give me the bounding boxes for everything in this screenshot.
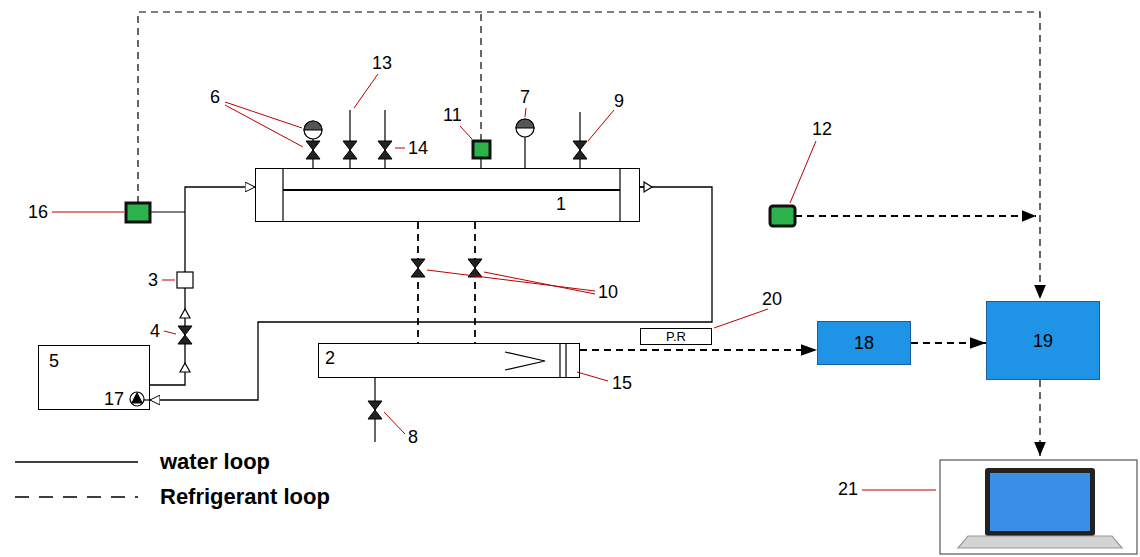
leader-line	[164, 331, 176, 334]
callout-number: 14	[408, 139, 428, 157]
legend-text: Refrigerant loop	[160, 486, 330, 508]
leader-line	[460, 126, 472, 139]
callout-number: 9	[614, 92, 624, 110]
stem	[579, 112, 580, 168]
condenser-end-cap	[565, 343, 566, 378]
signal-line	[795, 215, 1036, 217]
condenser-end-cap	[559, 343, 560, 378]
node-label: P.R	[666, 330, 686, 343]
refrigerant-line	[417, 222, 419, 343]
flow-arrow	[180, 363, 190, 372]
valve-symbol	[573, 141, 587, 159]
flow-arrow	[180, 309, 190, 318]
water-tank: 5	[38, 345, 150, 410]
data-logger-box: 19	[986, 301, 1100, 380]
legend-sample-dashed	[15, 496, 138, 498]
valve-symbol	[411, 259, 425, 277]
tube-end-cap	[282, 168, 283, 222]
valve-symbol	[306, 141, 320, 159]
node-label: 5	[49, 352, 59, 370]
signal-line	[138, 12, 1040, 299]
legend-sample-solid	[15, 461, 138, 463]
laptop-base	[958, 536, 1122, 548]
valve-symbol	[178, 326, 192, 344]
callout-number: 7	[520, 88, 530, 106]
node-label: 19	[1033, 332, 1053, 350]
callout-number: 20	[762, 290, 782, 308]
callout-number: 13	[372, 54, 392, 72]
callout-number: 8	[408, 428, 418, 446]
laptop-frame	[940, 460, 1137, 554]
callout-number: 16	[28, 203, 48, 221]
sensor	[126, 203, 150, 222]
heat-exchanger-tube: 1	[255, 168, 640, 222]
callout-number: 4	[150, 322, 160, 340]
leader-line	[395, 148, 405, 149]
leader-line	[52, 212, 124, 213]
refrigerant-line	[911, 342, 986, 344]
leader-lines	[52, 74, 936, 490]
callout-number: 21	[838, 480, 858, 498]
leader-line	[714, 309, 768, 328]
node-label: 18	[854, 334, 874, 352]
node-label: 2	[325, 349, 335, 367]
water-pipe	[150, 187, 712, 400]
callout-number: 12	[812, 120, 832, 138]
leader-line	[577, 372, 608, 381]
leader-line	[484, 272, 595, 294]
pipe	[150, 211, 185, 212]
sensor	[473, 141, 490, 158]
condenser-box: 2	[318, 343, 580, 378]
pump-symbol	[130, 392, 144, 406]
callout-number: 6	[210, 88, 220, 106]
pump-symbol	[132, 393, 142, 403]
sensor	[770, 206, 795, 226]
pressure-gauge	[304, 121, 322, 130]
valve-symbol	[368, 401, 382, 419]
pressure-regulator-box: P.R	[640, 328, 712, 345]
pressure-gauge	[516, 119, 534, 128]
laptop-display	[990, 473, 1090, 531]
flow-arrow	[644, 182, 652, 192]
node-label: 1	[556, 195, 566, 213]
coil-symbol	[505, 352, 545, 370]
leader-line	[525, 108, 526, 117]
signal-line	[1039, 380, 1040, 456]
tube-end-cap	[619, 168, 620, 222]
pipe	[640, 186, 644, 187]
leader-line	[162, 280, 175, 281]
callout-number: 11	[443, 106, 462, 124]
leader-line	[225, 102, 302, 128]
callout-number: 17	[104, 390, 124, 408]
callout-number: 3	[148, 271, 158, 289]
leader-line	[427, 270, 595, 291]
laptop-screen	[985, 468, 1095, 536]
leader-line	[384, 412, 405, 434]
leader-line	[225, 105, 303, 147]
signal-line	[480, 12, 481, 141]
valve-symbol	[343, 141, 357, 159]
pressure-gauge	[304, 121, 322, 139]
tube-inner-pipe	[283, 189, 620, 191]
leader-line	[790, 141, 816, 203]
leader-line	[588, 110, 614, 141]
callout-number: 15	[612, 374, 632, 392]
leader-line	[862, 490, 936, 491]
legend-text: water loop	[160, 451, 270, 473]
valve-symbol	[378, 141, 392, 159]
pressure-gauge	[516, 119, 534, 137]
water-pipe	[150, 187, 255, 385]
leader-line	[354, 74, 378, 108]
callout-number: 10	[598, 283, 618, 301]
refrigerant-line	[474, 222, 476, 343]
stem	[524, 137, 525, 168]
filter-box	[177, 272, 193, 288]
valve-symbol	[468, 259, 482, 277]
refrigerant-line	[580, 349, 817, 351]
converter-box: 18	[817, 321, 911, 365]
